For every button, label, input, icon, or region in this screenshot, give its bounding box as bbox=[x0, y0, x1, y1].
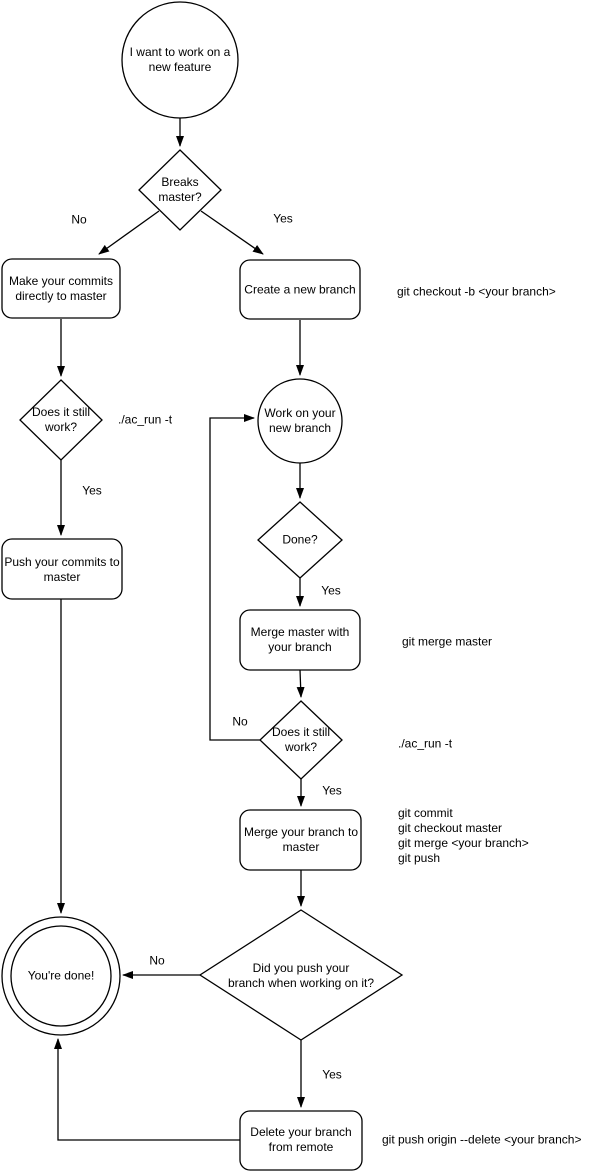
work-branch-label: Work on your new branch bbox=[264, 406, 336, 435]
merge-master-box bbox=[239, 609, 361, 671]
push-commits-box bbox=[1, 538, 123, 600]
edge-label-yes-4: Yes bbox=[322, 783, 342, 798]
cmd-merge-sequence-label: git commit git checkout master git merge… bbox=[398, 806, 529, 865]
work-branch-circle bbox=[257, 378, 343, 464]
edge-label-no-2: No bbox=[232, 714, 248, 729]
cmd-ac-run-2-label: ./ac_run -t bbox=[398, 736, 453, 751]
edge-does-it-work-2-no-loop-to-work-branch bbox=[209, 414, 260, 741]
edge-merge-master-to-does-it-work-2 bbox=[296, 669, 305, 698]
edge-breaks-no-to-make-commits bbox=[98, 210, 160, 255]
edge-label-yes-5: Yes bbox=[322, 1067, 342, 1082]
start-node-label: I want to work on a new feature bbox=[129, 45, 231, 74]
did-push-label: Did you push your branch when working on… bbox=[227, 961, 375, 990]
youre-done-inner-circle bbox=[10, 925, 112, 1027]
edge-label-no-3: No bbox=[149, 953, 165, 968]
edge-label-no-1: No bbox=[71, 212, 87, 227]
done-q-diamond bbox=[257, 501, 343, 579]
did-push-diamond bbox=[198, 909, 404, 1041]
youre-done-label: You're done! bbox=[27, 968, 95, 983]
does-it-work-2-diamond bbox=[259, 700, 343, 780]
edge-breaks-yes-to-create-branch bbox=[200, 210, 264, 255]
breaks-master-label: Breaks master? bbox=[158, 175, 202, 204]
does-it-work-2-label: Does it still work? bbox=[271, 725, 331, 754]
delete-branch-label: Delete your branch from remote bbox=[250, 1125, 352, 1154]
does-it-work-1-diamond bbox=[19, 379, 103, 461]
cmd-delete-remote-label: git push origin --delete <your branch> bbox=[382, 1132, 582, 1147]
push-commits-label: Push your commits to master bbox=[4, 555, 120, 584]
create-branch-label: Create a new branch bbox=[244, 282, 356, 297]
breaks-master-diamond bbox=[138, 149, 222, 231]
make-commits-label: Make your commits directly to master bbox=[8, 274, 114, 303]
merge-branch-box bbox=[239, 809, 362, 871]
delete-branch-box bbox=[239, 1110, 363, 1171]
start-circle bbox=[121, 1, 239, 119]
done-q-label: Done? bbox=[282, 532, 318, 547]
cmd-git-merge-master-label: git merge master bbox=[402, 634, 493, 649]
edge-label-yes-1: Yes bbox=[273, 211, 293, 226]
does-it-work-1-label: Does it still work? bbox=[31, 405, 91, 434]
make-commits-box bbox=[1, 258, 121, 319]
merge-branch-label: Merge your branch to master bbox=[243, 825, 359, 854]
merge-master-label: Merge master with your branch bbox=[250, 625, 350, 654]
cmd-git-checkout-branch-label: git checkout -b <your branch> bbox=[397, 284, 556, 299]
create-branch-box bbox=[239, 259, 361, 320]
edge-delete-branch-to-youre-done-loop bbox=[54, 1038, 240, 1141]
cmd-ac-run-1-label: ./ac_run -t bbox=[118, 412, 173, 427]
edge-label-yes-2: Yes bbox=[82, 483, 102, 498]
edge-label-yes-3: Yes bbox=[321, 583, 341, 598]
